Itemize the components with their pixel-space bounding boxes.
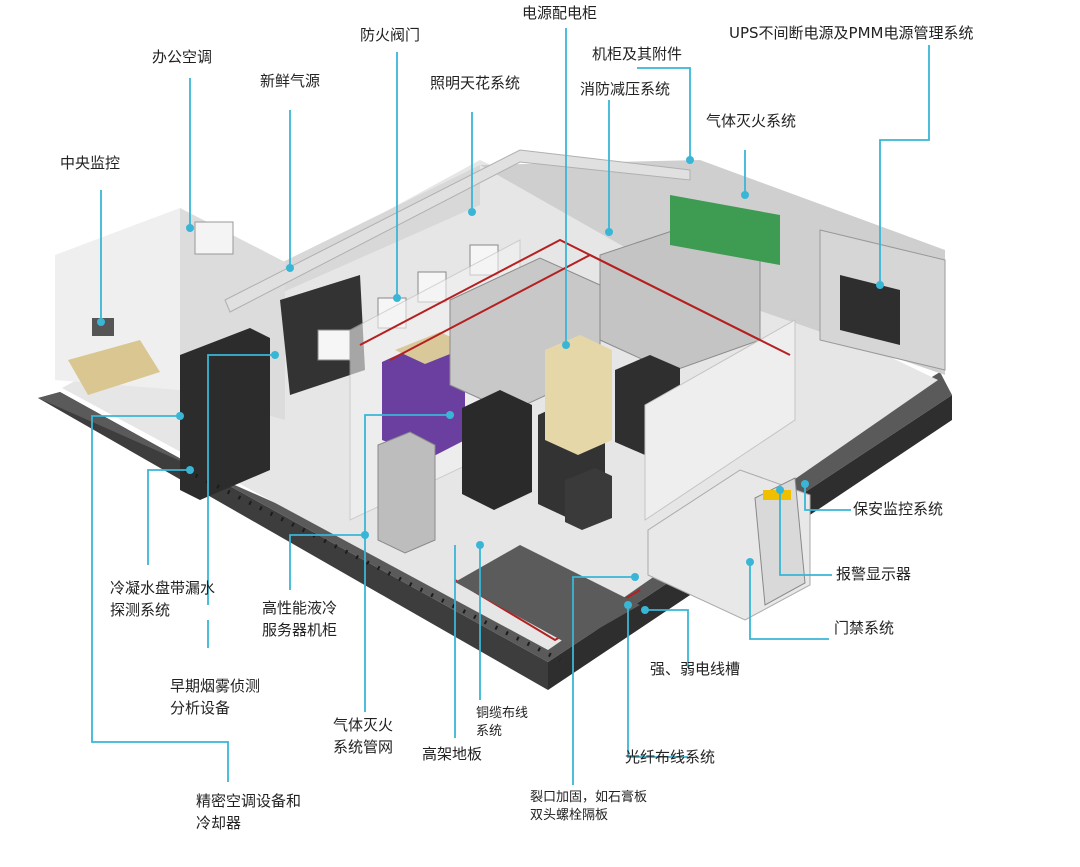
label-smoke-detect: 早期烟雾侦测分析设备 [170,675,260,719]
label-fresh-air: 新鲜气源 [260,72,321,90]
label-leak-detect-line-1: 冷凝水盘带漏水 [110,579,216,597]
callout-dot [476,541,484,549]
label-copper-cabling: 铜缆布线系统 [476,705,528,741]
callout-dot [562,341,570,349]
ups-cabinet [840,275,900,345]
label-fire-damper: 防火阀门 [360,26,421,44]
label-gas-pipe: 气体灭火系统管网 [333,714,393,758]
callout-dot [271,351,279,359]
callout-dot [605,228,613,236]
label-smoke-detect-line-2: 分析设备 [170,699,231,717]
label-central-monitor: 中央监控 [60,154,121,172]
label-gas-pipe-line-1: 气体灭火 [333,716,394,734]
callout-reinforce [572,576,635,785]
callout-dot [468,208,476,216]
label-reinforce-line-2: 双头螺栓隔板 [530,808,609,823]
label-precision-ac: 精密空调设备和冷却器 [196,790,301,834]
label-raised-floor: 高架地板 [422,745,483,763]
label-reinforce: 裂口加固，如石膏板双头螺栓隔板 [530,789,647,825]
precision-ac-cabinet [180,328,270,500]
label-copper-cabling-line-1: 铜缆布线 [476,706,529,721]
raised-floor-cutaway [455,545,640,645]
callout-dot [286,264,294,272]
callout-dot [186,224,194,232]
callout-dot [801,480,809,488]
label-access-control: 门禁系统 [834,619,895,637]
label-power-cabinet: 电源配电柜 [522,4,598,22]
label-reinforce-line-1: 裂口加固，如石膏板 [530,790,648,805]
office-ac-unit [194,221,234,255]
label-gas-pipe-line-2: 系统管网 [333,738,394,756]
office-wall-back [55,208,180,390]
precision-ac-grey [377,431,436,554]
ceiling-duct [224,149,691,313]
label-security-monitor: 保安监控系统 [853,500,944,518]
label-cabinet-accessories: 机柜及其附件 [592,45,683,63]
callout-smoke-up [207,354,275,605]
label-ups-pmm: UPS不间断电源及PMM电源管理系统 [729,24,974,42]
callout-alarm [779,490,832,576]
label-office-ac: 办公空调 [152,48,213,66]
label-hpc-liquid: 高性能液冷服务器机柜 [262,597,337,641]
callout-dot [741,191,749,199]
callout-dot [97,318,105,326]
label-lighting-ceiling: 照明天花系统 [430,74,521,92]
fire-damper-unit-4 [317,329,351,361]
base-slab-front [38,392,548,690]
callout-hpc [289,534,365,590]
callout-dot [641,606,649,614]
label-gas-suppression: 气体灭火系统 [706,112,797,130]
red-gas-pipe-2 [389,253,791,361]
label-precision-ac-line-1: 精密空调设备和 [196,792,302,810]
callout-security [804,484,851,511]
partition-wall-right [644,319,796,521]
alarm-display-panel [763,490,791,500]
callout-cabinet-accessories [637,67,691,160]
callout-gas-pipe [364,414,450,712]
label-hpc-liquid-line-2: 服务器机柜 [262,621,338,639]
callout-dot [776,486,784,494]
callout-dot [176,412,184,420]
power-distribution-cabinet [545,335,612,455]
callout-access [749,562,829,640]
callout-dot [186,466,194,474]
callout-fiber [627,605,688,758]
label-alarm-display: 报警显示器 [836,565,912,583]
callout-dot [686,156,694,164]
label-smoke-detect-line-1: 早期烟雾侦测 [170,677,261,695]
callout-dot [624,601,632,609]
office-desk [68,340,160,395]
label-leak-detect-line-2: 探测系统 [110,601,171,619]
callout-dot [446,411,454,419]
callout-ups [879,45,930,285]
callout-cable-trough [645,609,689,668]
label-hpc-liquid-line-1: 高性能液冷 [262,599,338,617]
label-cable-trough: 强、弱电线槽 [650,660,741,678]
small-cabinet [565,468,612,530]
purple-cabinet-row [382,340,465,458]
callout-leak [147,469,190,565]
liquid-cooled-rack [462,390,532,510]
label-leak-detect: 冷凝水盘带漏水探测系统 [110,577,215,621]
callout-dot [393,294,401,302]
label-fiber-cabling: 光纤布线系统 [625,748,716,766]
callout-dot [876,281,884,289]
label-fire-pressure-relief: 消防减压系统 [580,80,671,98]
callout-dot [631,573,639,581]
gas-cylinder-rack [670,195,780,265]
callout-dot [746,558,754,566]
callout-precision-ac [91,415,229,782]
label-precision-ac-line-2: 冷却器 [196,814,242,832]
label-copper-cabling-line-2: 系统 [476,724,503,739]
callout-dot [361,531,369,539]
